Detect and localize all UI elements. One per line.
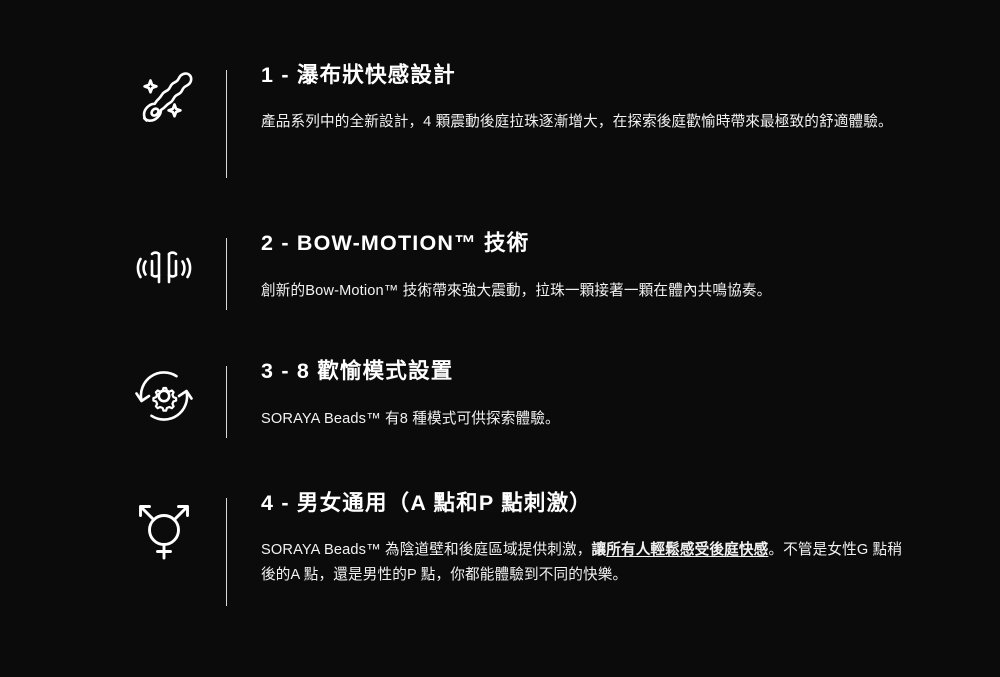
feature-list: 1 - 瀑布狀快感設計 產品系列中的全新設計，4 顆震動後庭拉珠逐漸增大，在探索… [0,62,1000,616]
feature-description-3: SORAYA Beads™ 有8 種模式可供探索體驗。 [261,407,910,432]
feature-icon-cell-1 [128,62,226,136]
feature-title-2: 2 - BOW-MOTION™ 技術 [261,231,530,255]
feature-item-2: 2 - BOW-MOTION™ 技術 創新的Bow-Motion™ 技術帶來強大… [0,230,1000,358]
feature-title-1: 1 - 瀑布狀快感設計 [261,63,456,87]
transgender-symbol-icon [128,492,200,564]
gear-cycle-icon [128,360,200,432]
description-segment: 讓 [591,541,607,558]
feature-text-cell-3: 3 - 8 歡愉模式設置 SORAYA Beads™ 有8 種模式可供探索體驗。 [261,358,910,432]
feature-divider-2 [226,238,227,310]
feature-icon-cell-3 [128,358,226,432]
description-segment: 創新的Bow-Motion™ 技術帶來強大震動，拉珠一顆接著一顆在體內共鳴協奏。 [261,282,772,299]
description-segment: 所有人輕鬆感受後庭快感 [606,541,769,558]
feature-text-cell-1: 1 - 瀑布狀快感設計 產品系列中的全新設計，4 顆震動後庭拉珠逐漸增大，在探索… [261,62,910,135]
feature-description-1: 產品系列中的全新設計，4 顆震動後庭拉珠逐漸增大，在探索後庭歡愉時帶來最極致的舒… [261,110,910,135]
feature-divider-1 [226,70,227,178]
feature-title-3: 3 - 8 歡愉模式設置 [261,359,454,383]
feature-item-1: 1 - 瀑布狀快感設計 產品系列中的全新設計，4 顆震動後庭拉珠逐漸增大，在探索… [0,62,1000,230]
vibration-wave-icon [128,232,200,304]
description-segment: SORAYA Beads™ 為陰道壁和後庭區域提供刺激， [261,541,592,558]
description-segment: 。不管是女性G 點稍後的A 點，還是男性的P 點，你都能體驗到不同的快樂。 [261,541,903,583]
feature-description-4: SORAYA Beads™ 為陰道壁和後庭區域提供刺激，讓所有人輕鬆感受後庭快感… [261,538,910,588]
feature-title-4: 4 - 男女通用（A 點和P 點刺激） [261,491,592,515]
anal-beads-sparkle-icon [128,64,200,136]
description-segment: 產品系列中的全新設計，4 顆震動後庭拉珠逐漸增大，在探索後庭歡愉時帶來最極致的舒… [261,113,893,130]
feature-divider-4 [226,498,227,606]
description-segment: SORAYA Beads™ 有8 種模式可供探索體驗。 [261,410,560,427]
feature-icon-cell-4 [128,490,226,564]
feature-item-4: 4 - 男女通用（A 點和P 點刺激） SORAYA Beads™ 為陰道壁和後… [0,490,1000,616]
feature-text-cell-2: 2 - BOW-MOTION™ 技術 創新的Bow-Motion™ 技術帶來強大… [261,230,910,304]
feature-text-cell-4: 4 - 男女通用（A 點和P 點刺激） SORAYA Beads™ 為陰道壁和後… [261,490,910,588]
feature-icon-cell-2 [128,230,226,304]
feature-item-3: 3 - 8 歡愉模式設置 SORAYA Beads™ 有8 種模式可供探索體驗。 [0,358,1000,490]
feature-description-2: 創新的Bow-Motion™ 技術帶來強大震動，拉珠一顆接著一顆在體內共鳴協奏。 [261,279,910,304]
feature-divider-3 [226,366,227,438]
